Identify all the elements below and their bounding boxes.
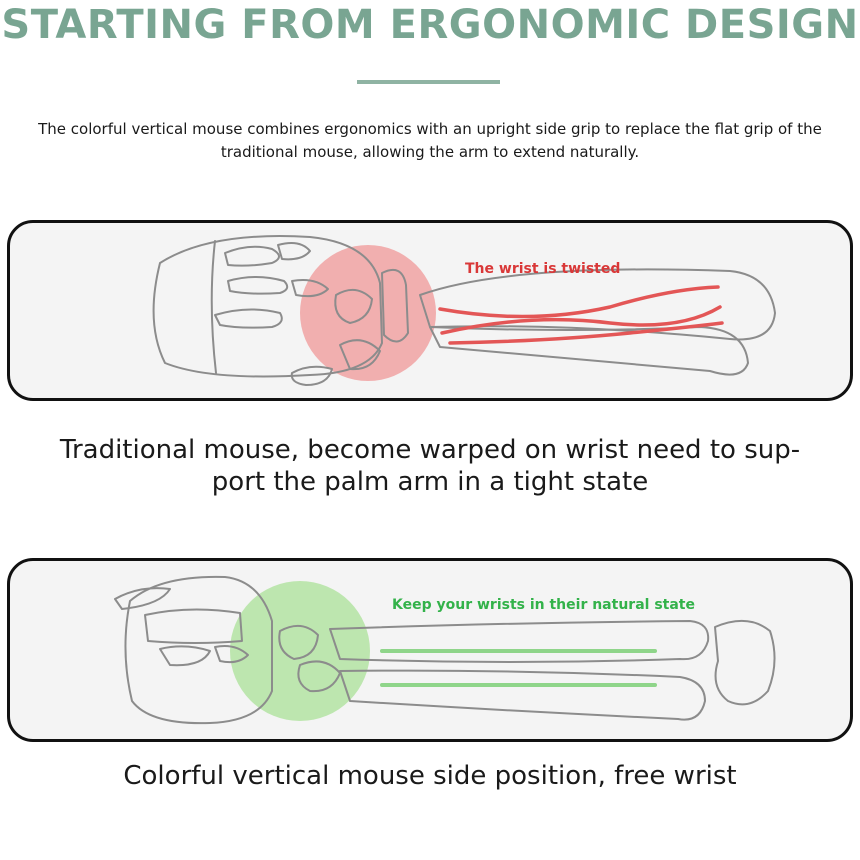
elbow-joint bbox=[714, 620, 776, 706]
carpal-bone bbox=[381, 269, 409, 343]
vertical-mouse-caption: Colorful vertical mouse side position, f… bbox=[123, 761, 737, 791]
traditional-mouse-caption: Traditional mouse, become warped on wris… bbox=[0, 434, 860, 498]
ulna-bone bbox=[429, 326, 749, 376]
finger-bone bbox=[291, 279, 329, 298]
ulna-bone bbox=[339, 669, 706, 721]
intro-text: The colorful vertical mouse combines erg… bbox=[38, 120, 822, 161]
carpal-bone bbox=[334, 288, 373, 324]
twisted-tendon-line bbox=[448, 321, 724, 345]
twisted-tendon-line bbox=[440, 305, 722, 335]
flat-mouse-outline bbox=[152, 235, 383, 378]
natural-wrist-highlight bbox=[230, 581, 370, 721]
natural-wrist-illustration bbox=[114, 575, 776, 725]
finger-bone bbox=[277, 242, 311, 261]
carpal-bone bbox=[297, 660, 341, 693]
caption-line: port the palm arm in a tight state bbox=[211, 467, 649, 497]
carpal-bone bbox=[278, 624, 319, 660]
traditional-mouse-panel: The wrist is twisted bbox=[7, 220, 853, 401]
title-underline bbox=[357, 80, 500, 84]
finger-bone bbox=[227, 276, 289, 295]
twisted-wrist-label: The wrist is twisted bbox=[465, 261, 621, 277]
carpal-bone bbox=[339, 339, 381, 371]
caption-line: Traditional mouse, become warped on wris… bbox=[59, 435, 801, 465]
radius-bone bbox=[419, 268, 776, 341]
page-title: STARTING FROM ERGONOMIC DESIGN bbox=[1, 2, 859, 48]
twisted-tendon-line bbox=[438, 285, 720, 319]
vertical-mouse-panel: Keep your wrists in their natural state bbox=[7, 558, 853, 742]
traditional-wrist-illustration bbox=[152, 235, 776, 386]
finger-bone bbox=[224, 245, 280, 267]
finger-bone bbox=[214, 308, 283, 329]
vertical-mouse-outline bbox=[124, 575, 273, 725]
finger-bone bbox=[290, 365, 333, 386]
radius-bone bbox=[329, 620, 710, 663]
natural-wrist-label: Keep your wrists in their natural state bbox=[392, 597, 695, 613]
